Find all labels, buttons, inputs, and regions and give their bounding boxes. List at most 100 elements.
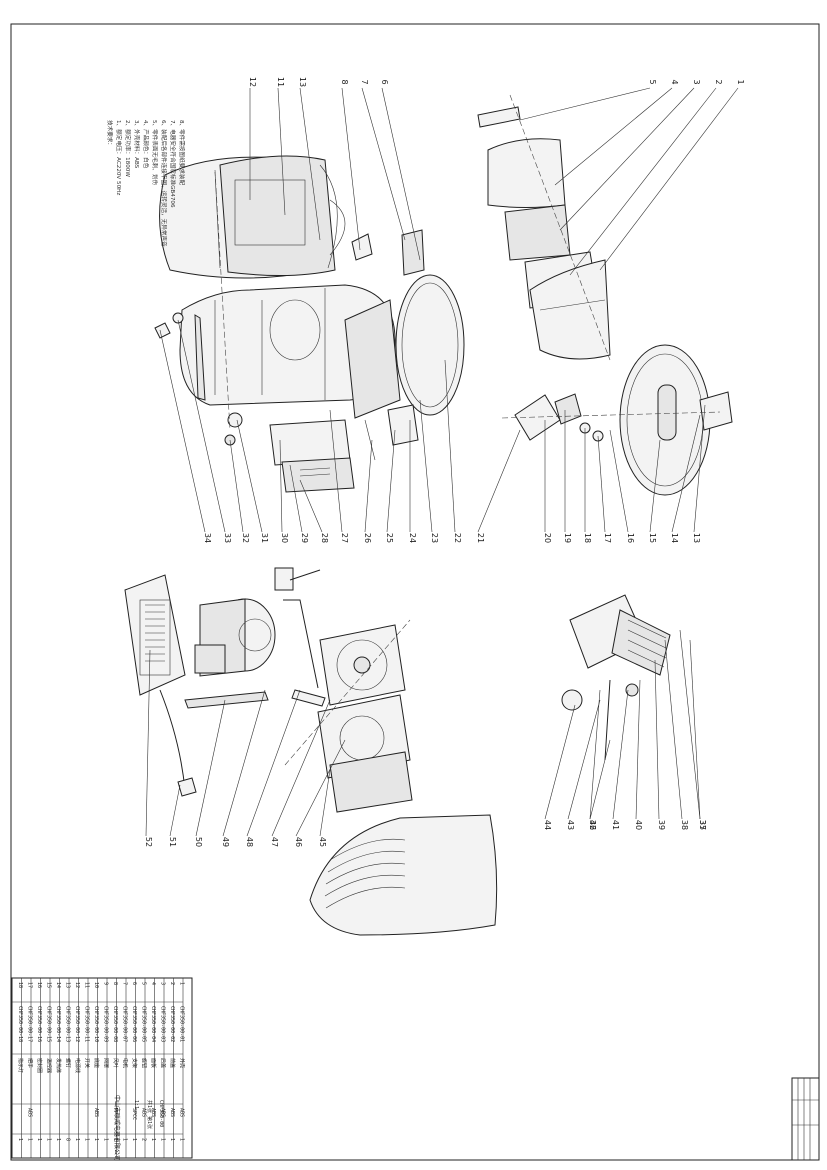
callout-label: 15 [648,533,657,543]
callout-label: 12 [248,77,257,87]
callout-label: 3 [692,79,701,84]
callout-label: 26 [363,533,372,543]
callout-label: 18 [583,533,592,543]
bom-cell: ABS [160,1108,166,1117]
callout-label: 48 [245,837,254,847]
bom-cell: 1 [122,1138,128,1141]
callout-label: 42 [588,820,597,830]
bom-cell: CHF350-00-11 [84,1006,90,1042]
callout-label: 17 [603,533,612,543]
bom-cell: 14 [55,982,61,988]
bom-cell: 10 [93,982,99,988]
callout-label: 43 [566,820,575,830]
bom-cell: 1 [179,1138,185,1141]
bom-cell: 温控器 [46,1058,53,1073]
callout-leader [559,87,695,231]
callout-leader [361,87,406,241]
callout-leader [671,414,701,533]
callout-label: 37 [698,820,707,830]
callout-label: 36 [588,820,597,830]
bom-cell: 1 [74,1138,80,1141]
callout-leader [554,87,673,186]
bom-cell: CHF350-00-10 [93,1006,99,1042]
bom-cell: ABS [169,1108,175,1117]
bom-cell: ABS [141,1108,147,1117]
callout-leader [597,435,606,533]
callout-leader [319,769,331,837]
bom-table: 1CHF350-00-01外壳ABS12CHF350-00-02前盖ABS13C… [11,977,193,1159]
bom-cell: 1 [93,1138,99,1141]
callout-leader [159,329,206,533]
callout-label: 2 [714,79,723,84]
bom-cell: 旋钮 [141,1058,148,1068]
bom-cell: 1 [103,1138,109,1141]
callout-leader [289,464,303,533]
callout-leader [544,704,576,820]
bom-cell: CHF350-00-06 [131,1006,137,1042]
bom-cell: 1 [179,982,185,985]
bom-cell: 1 [36,1138,42,1141]
bom-cell: 1 [27,1138,33,1141]
bom-cell: CHF350-00-15 [46,1006,52,1042]
bom-cell: 12 [74,982,80,988]
bom-cell: 2 [169,982,175,985]
callout-label: 47 [270,837,279,847]
callout-leader [477,429,521,533]
callout-leader [635,679,641,820]
bom-cell: 1 [150,1138,156,1141]
callout-leader [664,639,683,820]
bom-cell: CHF350-00-02 [169,1006,175,1042]
callout-label: 24 [408,533,417,543]
bom-cell: 1 [55,1138,61,1141]
bom-cell: CHF350-00-16 [36,1006,42,1042]
bom-cell: 6 [131,982,137,985]
bom-cell: CHF350-00-04 [150,1006,156,1042]
title-block-company: 中山市联威电器有限公司 [113,1095,121,1161]
callout-leader [654,659,660,820]
callout-label: 14 [670,533,679,543]
callout-leader [279,439,283,533]
callout-label: 28 [320,533,329,543]
callout-leader [246,689,301,837]
bom-cell: 5 [141,982,147,985]
bom-cell: 外壳 [179,1058,186,1068]
callout-leader [599,87,739,271]
bom-cell: 13 [65,982,71,988]
callout-label: 4 [670,79,679,84]
bom-cell: 18 [17,982,23,988]
callout-label: 30 [280,533,289,543]
bom-cell: 4 [150,982,156,985]
callout-leader [277,87,286,216]
callout-label: 31 [260,533,269,543]
callout-leader [299,87,321,241]
bom-cell: 把手 [27,1058,34,1068]
bom-cell: CHF350-00-12 [74,1006,80,1042]
callout-label: 5 [648,79,657,84]
callout-leader [329,409,343,533]
bom-cell: ABS [93,1108,99,1117]
title-block-drawing-no: CHF350-00 [158,1100,164,1127]
bom-cell: CHF350-00-05 [141,1006,147,1042]
callout-leader [145,649,151,837]
bom-cell: 网罩 [103,1058,109,1068]
note-line: 7、电器安全符合国家标准GB4706 [169,120,177,208]
bom-cell: 底座 [93,1058,100,1068]
bom-cell: 1 [17,1138,23,1141]
callout-leader [612,689,629,820]
callout-leader [519,87,651,121]
note-line: 3、外壳材料：ABS [133,120,141,169]
bom-cell: 1 [131,1138,137,1141]
callout-leader [567,699,601,820]
bom-cell: 7 [122,982,128,985]
callout-label: 13 [298,77,307,87]
callout-leader [229,439,244,533]
bom-cell: 11 [84,982,90,988]
callout-label: 52 [144,837,153,847]
bom-cell: 面板 [150,1058,157,1068]
callout-label: 39 [657,820,666,830]
callout-leader [169,784,181,837]
title-block-scale: 1:1 [133,1100,139,1109]
